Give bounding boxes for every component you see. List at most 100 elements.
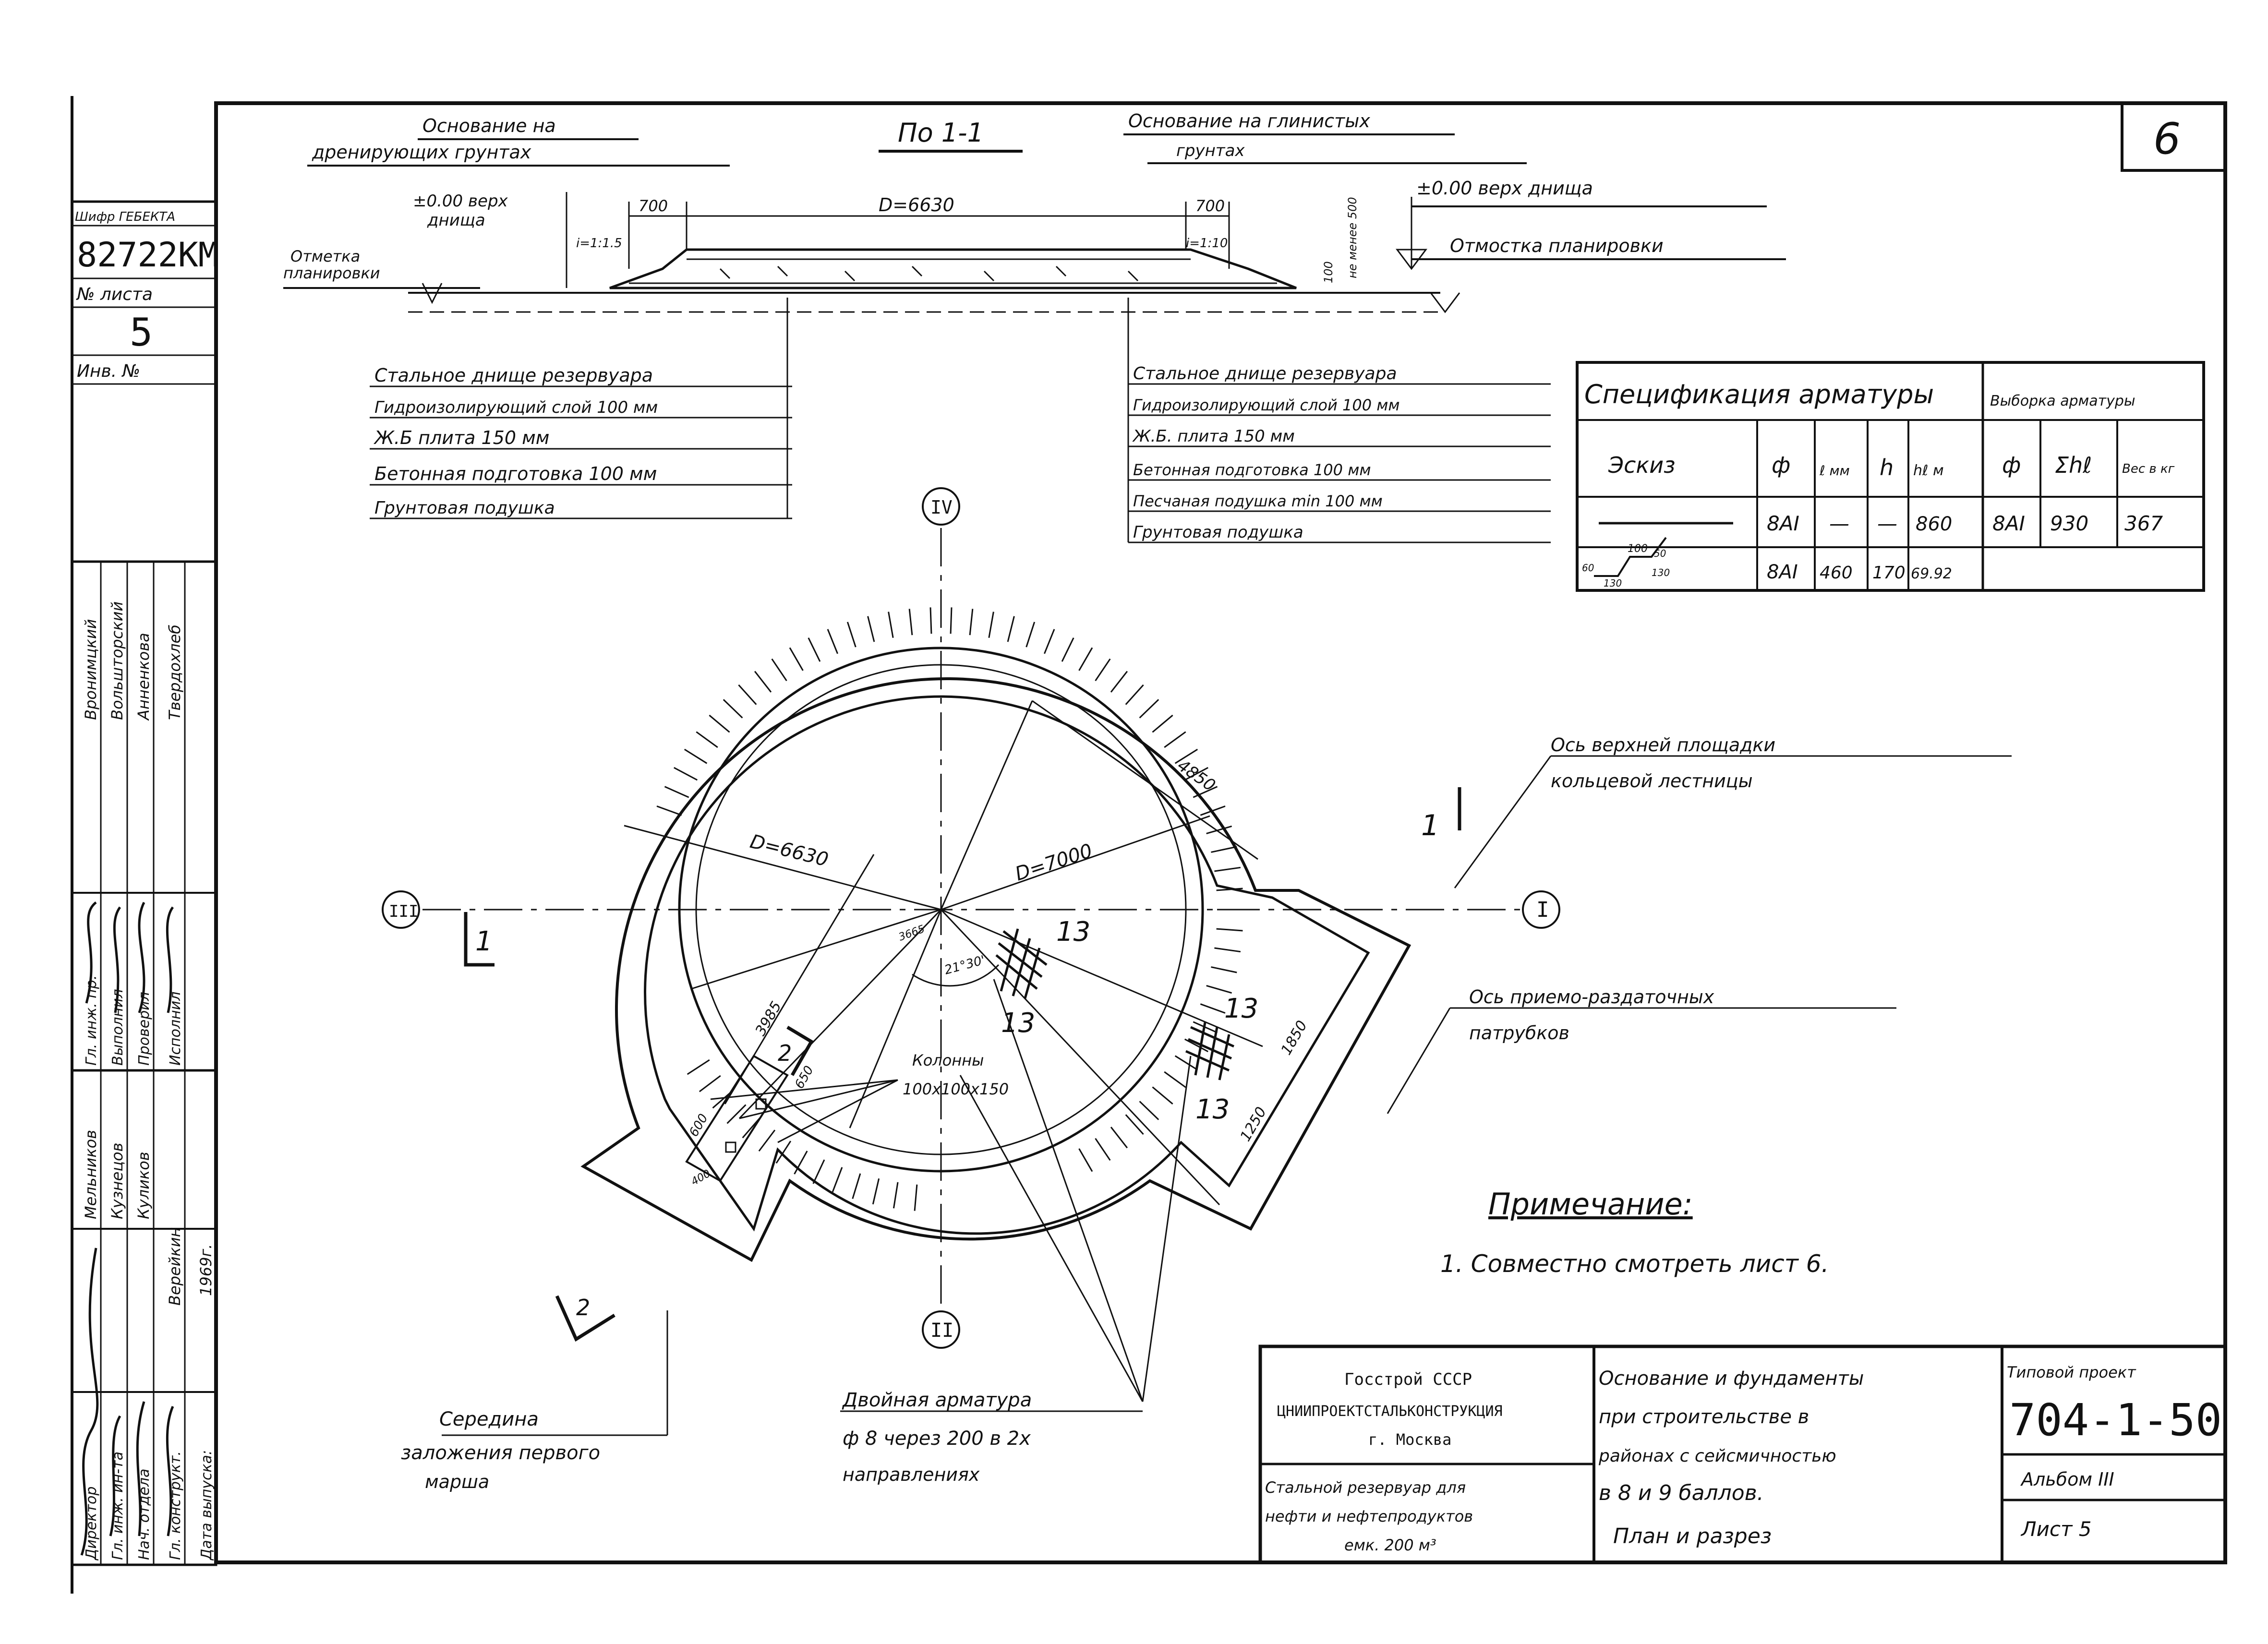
sketch-dim-60: 60: [1582, 562, 1594, 574]
role-issue-date: Дата выпуска:: [198, 1450, 215, 1561]
axis-top-stair-2: кольцевой лестницы: [1551, 770, 1753, 792]
name-4: Верейкин: [166, 1227, 184, 1306]
dim-1850: 1850: [1278, 1018, 1311, 1058]
org-line-2: ЦНИИПРОЕКТСТАЛЬКОНСТРУКЦИЯ: [1277, 1403, 1503, 1420]
object-line-3: емк. 200 м³: [1344, 1536, 1436, 1554]
columns-label-2: 100x100x150: [903, 1080, 1009, 1098]
left-caption-1: Основание на: [422, 115, 556, 136]
mark-13-c: 13: [1224, 993, 1258, 1024]
left-caption-2: дренирующих грунтах: [312, 142, 531, 163]
drawing-title-3: районах с сейсмичностью: [1598, 1446, 1836, 1466]
rebar-mesh-2: [1185, 1022, 1235, 1080]
hdr-sketch: Эскиз: [1608, 452, 1676, 478]
hdr-phi-2: ф: [2002, 452, 2021, 478]
dim-700-left: 700: [639, 197, 668, 215]
rebar-mesh-1: [995, 928, 1048, 999]
angle-label: 21°30': [943, 953, 987, 977]
mark-13-d: 13: [1195, 1094, 1230, 1125]
slope-label-2: i=1:1.5: [576, 236, 622, 251]
name-3: Куликов: [134, 1152, 153, 1219]
hdr-hl: hℓ м: [1913, 462, 1944, 479]
spec-table: [1576, 361, 2205, 592]
left-stamp-strip: [71, 200, 217, 1566]
double-rebar-1: Двойная арматура: [842, 1389, 1032, 1411]
object-line-2: нефти и нефтепродуктов: [1265, 1507, 1473, 1525]
dim-100-label: 100: [1322, 261, 1335, 283]
outer-ring-boundary: [580, 677, 1411, 1262]
double-rebar-3: направлениях: [843, 1464, 980, 1485]
name-7: Анненкова: [134, 633, 153, 721]
top-level-left-1: ±0.00 верх: [413, 192, 508, 211]
sheet-no-value: 5: [130, 310, 153, 355]
right-caption-2: грунтах: [1176, 141, 1245, 160]
layer-right-4: Бетонная подготовка 100 мм: [1133, 461, 1371, 479]
layer-left-5: Грунтовая подушка: [374, 498, 555, 518]
name-2: Кузнецов: [108, 1143, 126, 1220]
grading-right: Отмостка планировки: [1450, 235, 1664, 256]
layers-right-list: [1128, 383, 1551, 543]
layer-right-5: Песчаная подушка min 100 мм: [1133, 492, 1383, 510]
drawing-title-2: при строительстве в: [1599, 1406, 1809, 1428]
axis-label-iv: IV: [930, 497, 953, 518]
axis-label-i: I: [1536, 898, 1549, 922]
dim-400: 400: [689, 1168, 713, 1188]
name-5: Вронимцкий: [82, 619, 100, 720]
min-depth-label: не менее 500: [1346, 197, 1359, 278]
sheet-label: Лист 5: [2020, 1517, 2092, 1541]
axis-label-ii: II: [930, 1320, 953, 1342]
hdr-l: ℓ мм: [1819, 463, 1850, 479]
role-chief-eng-proj: Гл. инж. пр.: [83, 975, 100, 1066]
top-level-left-2: днища: [427, 211, 485, 230]
sketch-dim-50: 50: [1654, 548, 1666, 559]
dim-600: 600: [687, 1112, 711, 1140]
project-label: Типовой проект: [2007, 1363, 2136, 1381]
layer-left-3: Ж.Б плита 150 мм: [374, 427, 549, 448]
double-rebar-2: ф 8 через 200 в 2х: [843, 1428, 1031, 1450]
project-number: 704-1-50: [2009, 1394, 2222, 1446]
drawing-title-1: Основание и фундаменты: [1599, 1368, 1864, 1390]
title-block: [1258, 1344, 2227, 1564]
selection-title-1: Выборка арматуры: [1990, 393, 2135, 409]
sheet-no-label: № листа: [76, 285, 153, 304]
dim-700-right: 700: [1195, 197, 1225, 215]
axis-pipes-1: Ось приемо-раздаточных: [1469, 986, 1714, 1008]
layer-left-1: Стальное днище резервуара: [374, 365, 653, 386]
middle-laying-1: Середина: [439, 1408, 539, 1430]
name-8: Твердохлеб: [166, 624, 184, 720]
dim-d-inner: D=6630: [748, 830, 831, 871]
org-line-3: г. Москва: [1368, 1430, 1451, 1449]
r1-h: —: [1877, 512, 1897, 535]
r2-hl: 69.92: [1911, 565, 1952, 582]
cut-label-1-right: 1: [1421, 809, 1439, 842]
cut-label-2-bottom: 2: [576, 1295, 590, 1320]
r2-phi: 8AI: [1767, 561, 1798, 583]
stamp-year: 1969г.: [197, 1244, 215, 1296]
inv-label: Инв. №: [77, 361, 140, 381]
hdr-weight: Вес в кг: [2122, 462, 2175, 476]
sketch-dim-130b: 130: [1652, 567, 1670, 578]
spec-title: Спецификация арматуры: [1584, 379, 1934, 409]
mark-13-b: 13: [1001, 1008, 1035, 1039]
dim-3985: 3985: [752, 998, 785, 1039]
plan-view: [382, 487, 2012, 1436]
role-chief-eng-inst: Гл. инж. ин-та: [109, 1452, 126, 1560]
name-1: Мельников: [82, 1130, 100, 1219]
r1-hl: 860: [1916, 513, 1952, 535]
grading-left-2: планировки: [283, 264, 380, 282]
archive-label: Шифр ГЕБЕКТА: [75, 210, 175, 224]
layers-left-list: [370, 385, 792, 519]
note-text: 1. Совместно смотреть лист 6.: [1440, 1250, 1829, 1278]
r2-h: 170: [1872, 563, 1906, 583]
org-line-1: Госстрой СССР: [1344, 1370, 1472, 1389]
r1-phi-2: 8AI: [1992, 512, 2025, 535]
drawing-title-4: в 8 и 9 баллов.: [1599, 1481, 1764, 1505]
hdr-phi: ф: [1772, 452, 1790, 478]
r2-l: 460: [1820, 563, 1853, 583]
grading-left-1: Отметка: [290, 247, 360, 265]
layer-right-1: Стальное днище резервуара: [1133, 364, 1397, 384]
signatures: [80, 901, 174, 1556]
dim-diameter-section: D=6630: [879, 194, 954, 216]
drawing-frame: [71, 96, 2227, 1594]
axis-label-iii: III: [389, 902, 418, 921]
